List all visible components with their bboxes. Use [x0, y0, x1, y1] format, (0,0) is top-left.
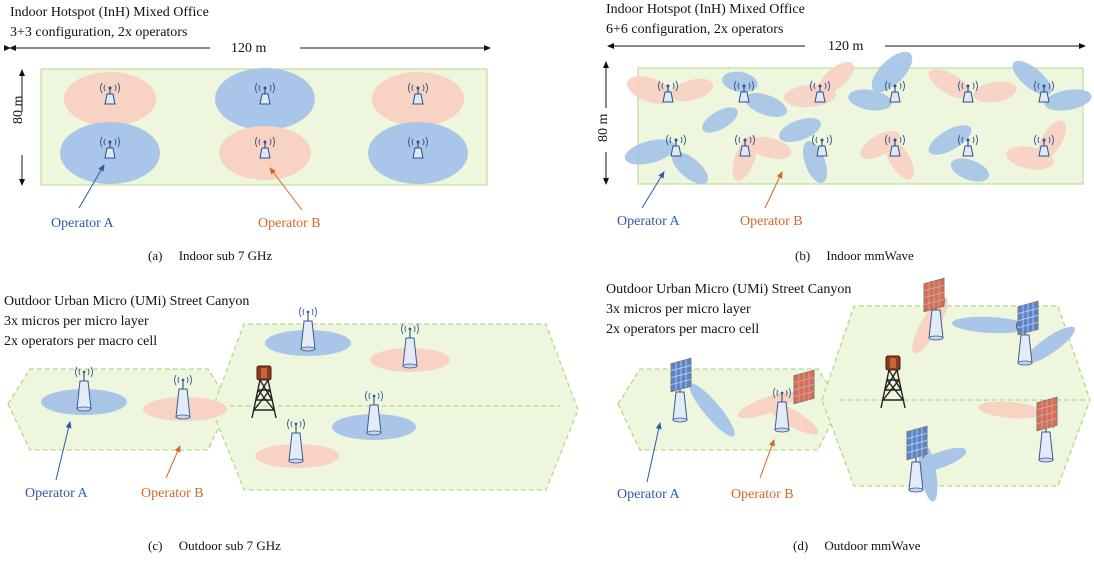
arrow-icon	[55, 421, 72, 481]
panel-c-title-line1: Outdoor Urban Micro (UMi) Street Canyon	[4, 294, 250, 309]
panel-c-title: Outdoor Urban Micro (UMi) Street Canyon …	[4, 292, 249, 352]
panel-d-title-line3: 2x operators per macro cell	[606, 322, 760, 337]
panel-array-icon	[906, 425, 928, 461]
panel-d-title: Outdoor Urban Micro (UMi) Street Canyon …	[606, 280, 851, 340]
panel-c-title-line2: 3x micros per micro layer	[4, 314, 149, 329]
panel-d-caption: (d) Outdoor mmWave	[793, 538, 921, 553]
panel-a-operator-b: Operator B	[258, 216, 321, 231]
panel-c-operator-b: Operator B	[141, 486, 204, 501]
panel-b-title-line2: 6+6 configuration, 2x operators	[606, 22, 784, 37]
arrow-icon	[78, 164, 105, 209]
panel-c-title-line3: 2x operators per macro cell	[4, 334, 158, 349]
panel-d-operator-a: Operator A	[617, 487, 680, 502]
panel-a-title-line1: Indoor Hotspot (InH) Mixed Office	[10, 5, 209, 20]
panel-d-title-line1: Outdoor Urban Micro (UMi) Street Canyon	[606, 282, 852, 297]
panel-array-icon	[923, 277, 945, 313]
arrow-icon	[165, 445, 181, 479]
panel-array-icon	[793, 369, 815, 405]
panel-array-icon	[1036, 396, 1058, 432]
panel-c-caption: (c) Outdoor sub 7 GHz	[148, 538, 281, 553]
panel-b-room	[624, 51, 1092, 185]
arrow-icon	[269, 167, 303, 211]
panel-b-dimension-arrows	[603, 43, 1086, 209]
panel-array-icon	[670, 357, 692, 393]
panel-b-operator-a: Operator A	[617, 214, 680, 229]
arrow-icon	[646, 422, 662, 483]
arrow-icon	[764, 171, 783, 209]
panel-a-title-line2: 3+3 configuration, 2x operators	[10, 25, 188, 40]
panel-a-title: Indoor Hotspot (InH) Mixed Office 3+3 co…	[10, 3, 209, 43]
arrow-icon	[759, 439, 775, 479]
panel-b-title-line1: Indoor Hotspot (InH) Mixed Office	[606, 2, 805, 17]
panel-a-caption: (a) Indoor sub 7 GHz	[148, 248, 273, 263]
panel-b-caption: (b) Indoor mmWave	[795, 248, 914, 263]
panel-a-room	[40, 68, 488, 186]
panel-b-title: Indoor Hotspot (InH) Mixed Office 6+6 co…	[606, 0, 805, 40]
panel-c-arrows	[55, 421, 181, 481]
panel-array-icon	[1017, 300, 1039, 336]
panel-d-arrows	[646, 422, 775, 483]
panel-b-width-label: 120 m	[828, 39, 864, 54]
panel-a-height-label: 80 m	[11, 95, 26, 124]
panel-a-operator-a: Operator A	[51, 216, 114, 231]
panel-b-height-label: 80 m	[596, 113, 611, 142]
arrow-icon	[641, 171, 665, 209]
panel-a-width-label: 120 m	[231, 41, 267, 56]
panel-d-title-line2: 3x micros per micro layer	[606, 302, 751, 317]
panel-a-dimension-arrows	[4, 45, 491, 211]
panel-d-operator-b: Operator B	[731, 487, 794, 502]
panel-c-operator-a: Operator A	[25, 486, 88, 501]
panel-b-operator-b: Operator B	[740, 214, 803, 229]
